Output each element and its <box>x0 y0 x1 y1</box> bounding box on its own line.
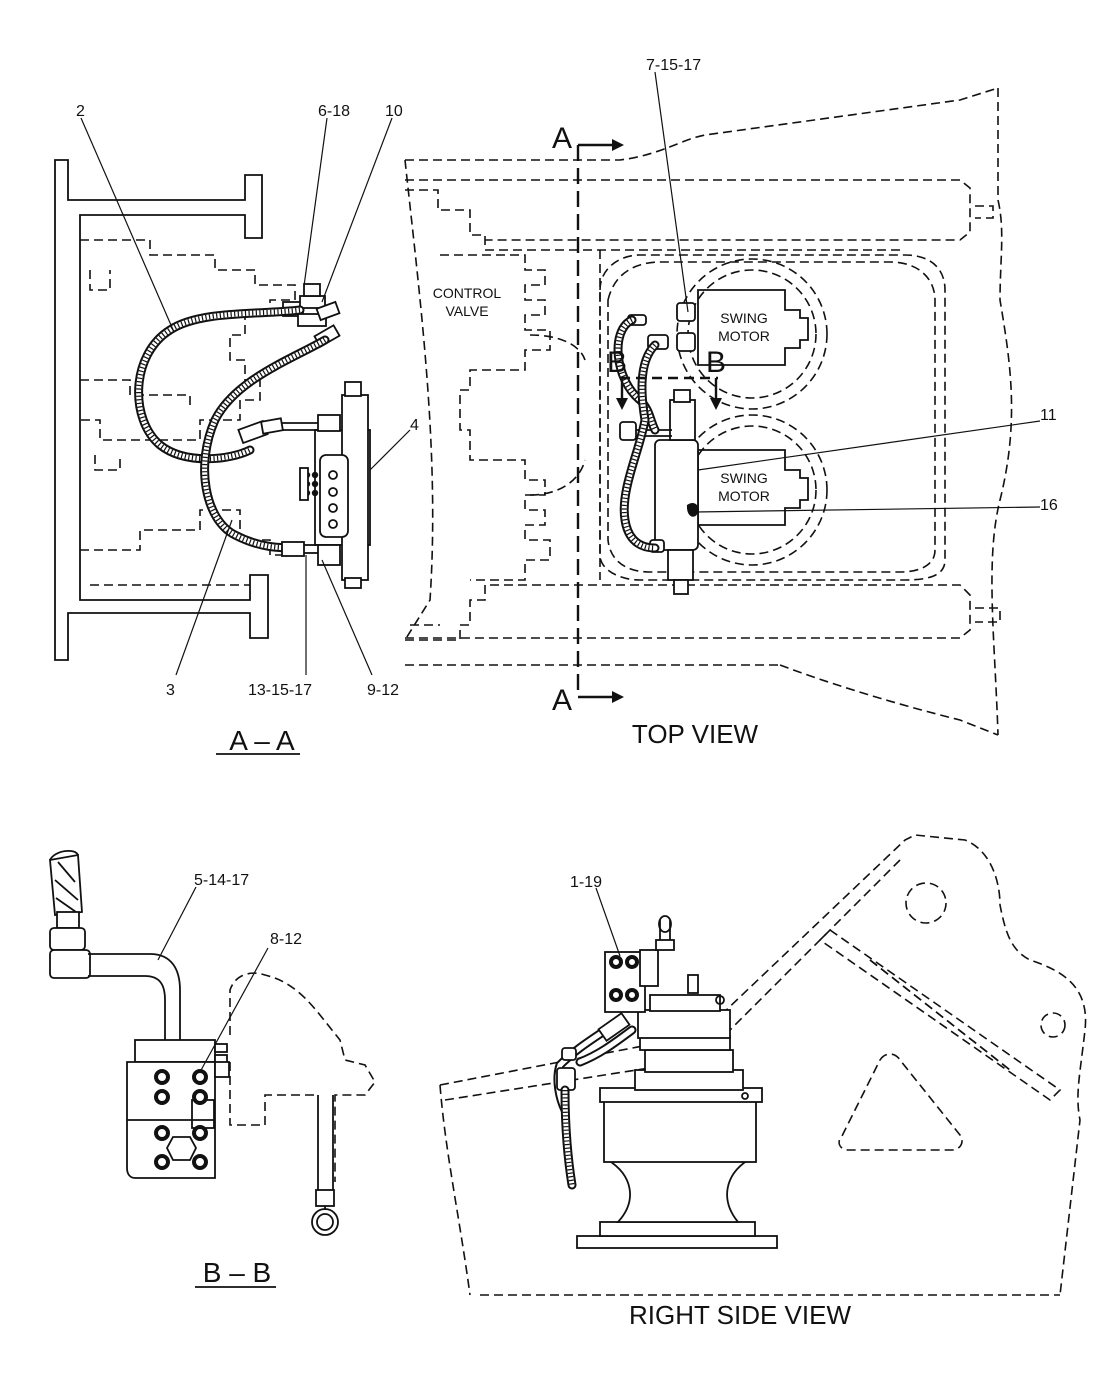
callout-13-15-17: 13-15-17 <box>248 682 312 699</box>
section-bb-drawing <box>49 849 376 1236</box>
section-marker-a-top: A <box>552 122 572 155</box>
swing-motor-2-label-line1: SWING <box>720 470 767 486</box>
section-aa-drawing <box>54 159 371 661</box>
view-title-top-view: TOP VIEW <box>632 719 759 749</box>
top-view-leaders <box>654 71 1041 513</box>
callout-6-18: 6-18 <box>318 103 350 120</box>
top-view-drawing <box>404 87 1013 736</box>
control-valve-label-line1: CONTROL <box>433 285 502 301</box>
section-marker-b-left: B <box>607 346 627 379</box>
section-bb-leaders <box>157 886 269 1073</box>
swing-motor-2-label-line2: MOTOR <box>718 488 770 504</box>
section-marker-b-right: B <box>706 346 726 379</box>
right-side-view-leaders <box>595 887 621 957</box>
view-title-section-bb: B – B <box>203 1257 271 1288</box>
view-title-right-side-view: RIGHT SIDE VIEW <box>629 1300 851 1330</box>
right-side-view-drawing <box>439 834 1087 1296</box>
swing-motor-1-label-line1: SWING <box>720 310 767 326</box>
view-title-section-aa: A – A <box>229 725 295 756</box>
section-aa-leaders <box>80 117 411 676</box>
callout-8-12: 8-12 <box>270 931 302 948</box>
callout-9-12: 9-12 <box>367 682 399 699</box>
control-valve-label-line2: VALVE <box>445 303 488 319</box>
callout-7-15-17: 7-15-17 <box>646 57 701 74</box>
callout-16: 16 <box>1040 497 1058 514</box>
callout-10: 10 <box>385 103 403 120</box>
section-marker-a-bottom: A <box>552 684 572 717</box>
callout-3: 3 <box>166 682 175 699</box>
callout-4: 4 <box>410 417 419 434</box>
callout-2: 2 <box>76 103 85 120</box>
swing-motor-1-label-line2: MOTOR <box>718 328 770 344</box>
callout-5-14-17: 5-14-17 <box>194 872 249 889</box>
callout-11: 11 <box>1040 407 1057 424</box>
callout-1-19: 1-19 <box>570 874 602 891</box>
